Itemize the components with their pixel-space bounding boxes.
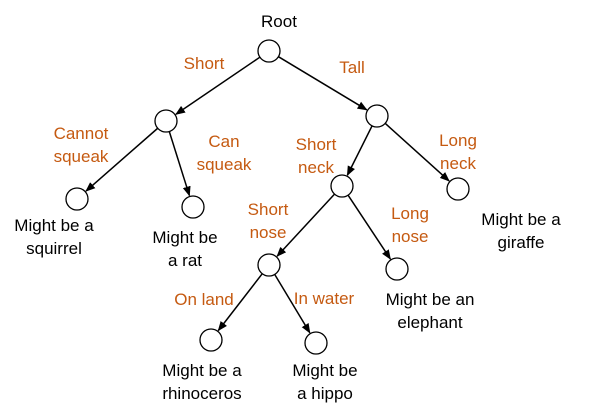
leaf-label-rat-line2: a rat bbox=[167, 251, 203, 270]
leaf-label-elephant: Might be an elephant bbox=[368, 288, 492, 334]
root-label-text: Root bbox=[261, 12, 297, 31]
edge-shortnose-rhino bbox=[217, 273, 263, 332]
edge-short-rat bbox=[168, 131, 191, 197]
edge-label-long-nose-line2: nose bbox=[391, 227, 429, 246]
leaf-label-giraffe: Might be a giraffe bbox=[466, 208, 576, 254]
node-giraffe bbox=[446, 177, 470, 201]
node-rhino bbox=[199, 328, 223, 352]
edge-label-long-nose: Long nose bbox=[378, 202, 442, 248]
leaf-label-hippo-line2: a hippo bbox=[297, 384, 353, 403]
edge-label-in-water: In water bbox=[284, 287, 364, 310]
node-elephant bbox=[385, 257, 409, 281]
leaf-label-giraffe-line1: Might be a bbox=[481, 210, 561, 229]
leaf-label-elephant-line2: elephant bbox=[397, 313, 463, 332]
edge-label-short: Short bbox=[172, 52, 236, 75]
leaf-label-hippo: Might be a hippo bbox=[278, 359, 372, 405]
edge-label-cannot-squeak: Cannot squeak bbox=[40, 122, 122, 168]
edge-label-can-squeak: Can squeak bbox=[186, 130, 262, 176]
edge-root-short bbox=[175, 56, 261, 115]
edge-label-long-neck-line2: neck bbox=[440, 154, 476, 173]
leaf-label-hippo-line1: Might be bbox=[292, 361, 358, 380]
edge-label-tall-line: Tall bbox=[339, 58, 365, 77]
edge-label-short-neck-line1: Short bbox=[295, 135, 337, 154]
edge-shortneck-shortnose bbox=[276, 193, 336, 257]
leaf-label-rhinoceros-line2: rhinoceros bbox=[162, 384, 242, 403]
nodes bbox=[65, 39, 470, 355]
leaf-label-rhinoceros-line1: Might be a bbox=[162, 361, 242, 380]
node-shortneck bbox=[330, 174, 354, 198]
edge-shortnose-hippo bbox=[274, 274, 311, 334]
edge-tall-giraffe bbox=[384, 122, 450, 182]
edge-shortneck-elephant bbox=[347, 194, 391, 260]
edge-label-on-land: On land bbox=[164, 288, 244, 311]
edge-label-on-land-line: On land bbox=[174, 290, 234, 309]
leaf-label-squirrel-line2: squirrel bbox=[26, 239, 82, 258]
leaf-label-squirrel: Might be a squirrel bbox=[0, 214, 108, 260]
edge-label-short-neck-line2: neck bbox=[298, 158, 334, 177]
edge-short-squirrel bbox=[85, 127, 159, 192]
edge-label-short-neck: Short neck bbox=[282, 133, 350, 179]
node-tall bbox=[365, 104, 389, 128]
leaf-label-rat: Might be a rat bbox=[138, 226, 232, 272]
root-label: Root bbox=[252, 10, 306, 33]
node-rat bbox=[181, 195, 205, 219]
edge-label-short-line: Short bbox=[183, 54, 225, 73]
edge-label-tall: Tall bbox=[328, 56, 376, 79]
edge-label-cannot-squeak-line2: squeak bbox=[53, 147, 109, 166]
edge-label-can-squeak-line1: Can bbox=[208, 132, 240, 151]
node-hippo bbox=[304, 331, 328, 355]
node-shortnose bbox=[257, 253, 281, 277]
edge-label-in-water-line: In water bbox=[293, 289, 355, 308]
edge-label-long-nose-line1: Long bbox=[391, 204, 429, 223]
node-squirrel bbox=[65, 187, 89, 211]
leaf-label-rhinoceros: Might be a rhinoceros bbox=[146, 359, 258, 405]
node-short bbox=[154, 109, 178, 133]
leaf-label-rat-line1: Might be bbox=[152, 228, 218, 247]
edge-label-can-squeak-line2: squeak bbox=[196, 155, 252, 174]
leaf-label-squirrel-line1: Might be a bbox=[14, 216, 94, 235]
edge-label-long-neck-line1: Long bbox=[439, 131, 477, 150]
edge-label-short-nose-line1: Short bbox=[247, 200, 289, 219]
edge-label-short-nose: Short nose bbox=[236, 198, 300, 244]
edges bbox=[85, 56, 450, 334]
edge-label-long-neck: Long neck bbox=[426, 129, 490, 175]
edge-root-tall bbox=[278, 56, 368, 111]
edge-label-cannot-squeak-line1: Cannot bbox=[53, 124, 109, 143]
edge-label-short-nose-line2: nose bbox=[249, 223, 287, 242]
leaf-label-elephant-line1: Might be an bbox=[385, 290, 475, 309]
edge-tall-shortneck bbox=[346, 125, 373, 177]
node-root bbox=[257, 39, 281, 63]
leaf-label-giraffe-line2: giraffe bbox=[497, 233, 545, 252]
